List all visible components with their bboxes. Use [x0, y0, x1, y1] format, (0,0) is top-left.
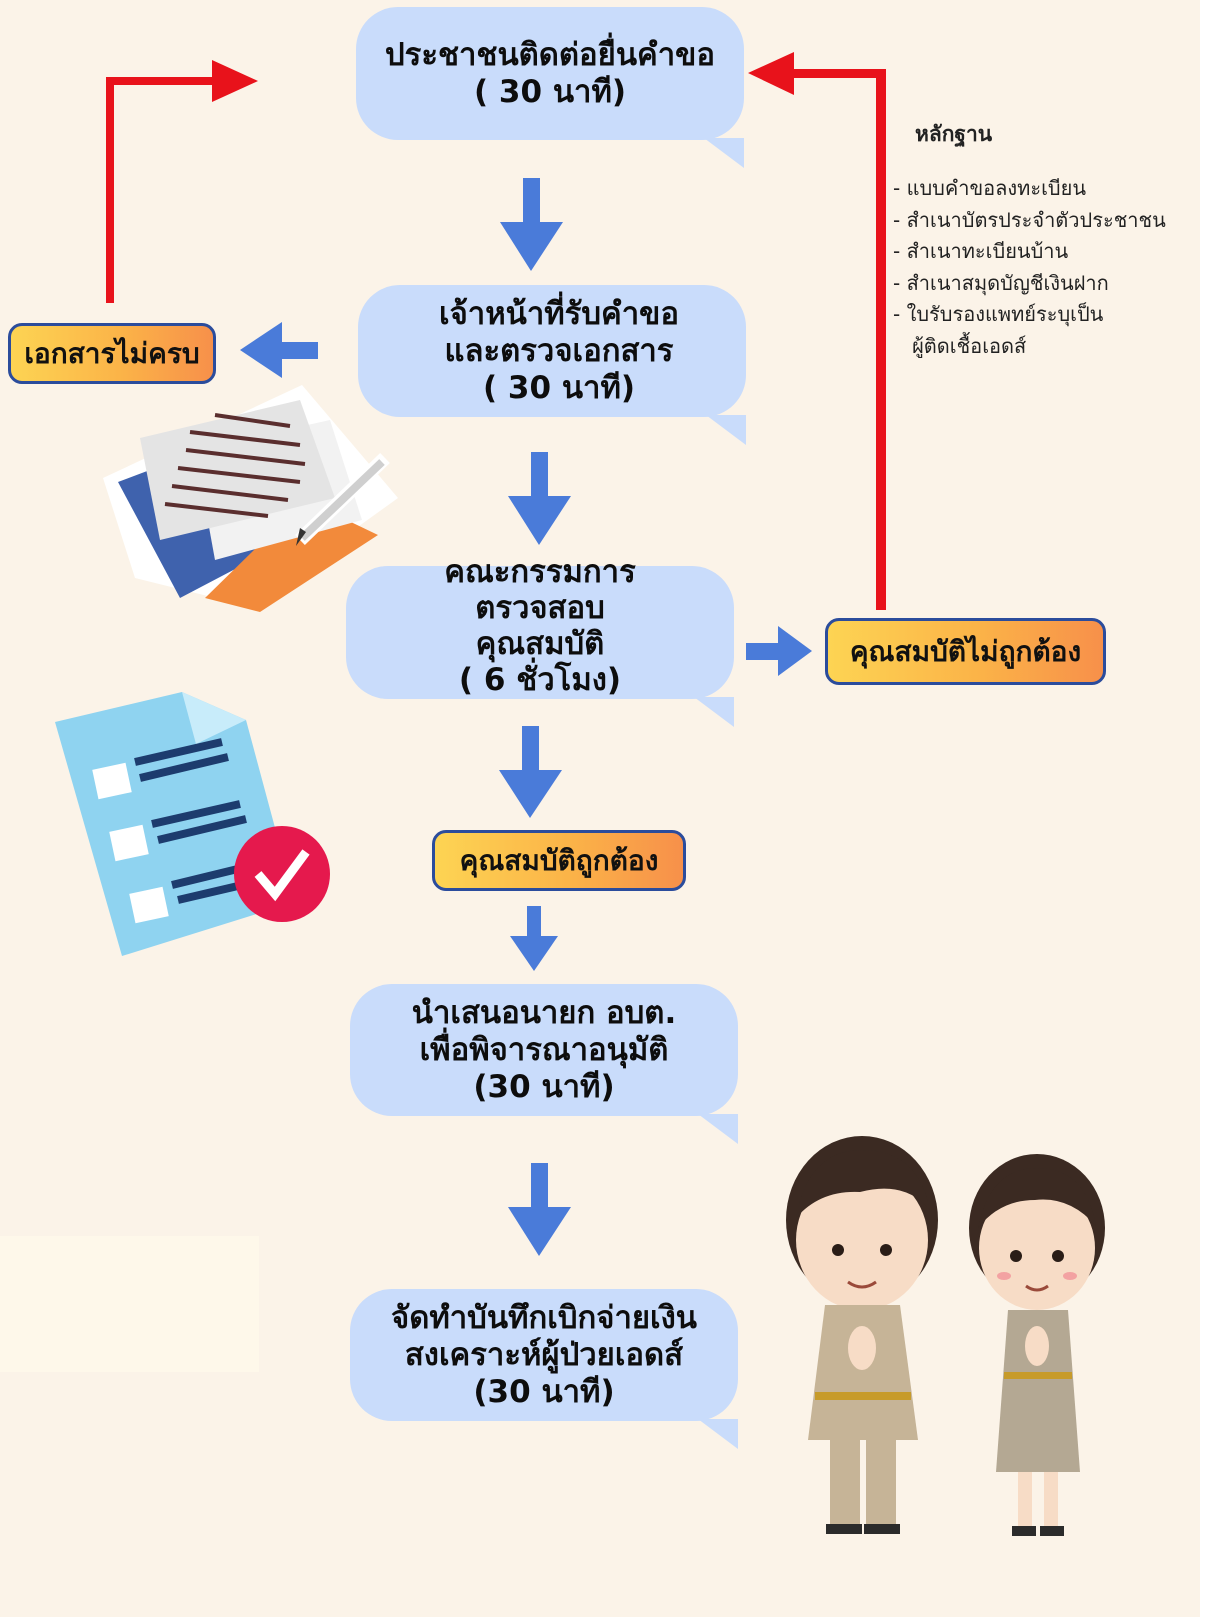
officials-greeting-icon [786, 1136, 1105, 1536]
step-propose-mayor: นำเสนอนายก อบต. เพื่อพิจารณาอนุมัติ (30 … [350, 984, 738, 1116]
step-committee-line4: ( 6 ชั่วโมง) [458, 661, 622, 698]
flow-arrow-down [508, 452, 571, 545]
flow-arrow-down [510, 906, 558, 971]
documents-pencil-icon [103, 385, 398, 612]
unqualified-label: คุณสมบัติไม่ถูกต้อง [825, 618, 1106, 685]
step-submit-line2: ( 30 นาที) [473, 73, 627, 110]
step-record-payment: จัดทำบันทึกเบิกจ่ายเงิน สงเคราะห์ผู้ป่วย… [350, 1289, 738, 1421]
step-receive-line1: เจ้าหน้าที่รับคำขอ [439, 295, 679, 332]
flow-arrow-down [500, 178, 563, 271]
step-submit-request: ประชาชนติดต่อยื่นคำขอ ( 30 นาที) [356, 7, 744, 140]
flow-arrow-left [240, 322, 318, 378]
step-committee-line2: ตรวจสอบ [475, 589, 605, 626]
flow-arrow-right [746, 626, 812, 676]
step-record-line3: (30 นาที) [473, 1373, 615, 1410]
step-receive-check: เจ้าหน้าที่รับคำขอ และตรวจเอกสาร ( 30 นา… [358, 285, 746, 417]
evidence-item: ผู้ติดเชื้อเอดส์ [893, 333, 1027, 358]
evidence-item: - สำเนาบัตรประจำตัวประชาชน [893, 207, 1166, 232]
step-committee-review: คณะกรรมการ ตรวจสอบ คุณสมบัติ ( 6 ชั่วโมง… [346, 554, 734, 699]
step-propose-line2: เพื่อพิจารณาอนุมัติ [419, 1031, 669, 1068]
step-record-line1: จัดทำบันทึกเบิกจ่ายเงิน [391, 1299, 697, 1336]
step-submit-line1: ประชาชนติดต่อยื่นคำขอ [385, 36, 715, 73]
checklist-approved-icon [55, 692, 330, 956]
step-committee-line1: คณะกรรมการ [444, 553, 636, 590]
blank-panel [0, 1236, 259, 1372]
qualified-label: คุณสมบัติถูกต้อง [432, 830, 686, 891]
step-record-line2: สงเคราะห์ผู้ป่วยเอดส์ [404, 1336, 684, 1373]
return-arrow-left [106, 60, 258, 303]
evidence-item: - ใบรับรองแพทย์ระบุเป็น [893, 302, 1104, 326]
step-receive-line3: ( 30 นาที) [482, 369, 636, 406]
step-propose-line1: นำเสนอนายก อบต. [411, 994, 677, 1031]
evidence-list: หลักฐาน - แบบคำขอลงทะเบียน - สำเนาบัตรปร… [893, 118, 1166, 362]
flow-arrow-down [499, 726, 562, 818]
step-propose-line3: (30 นาที) [473, 1068, 615, 1105]
evidence-item: - สำเนาทะเบียนบ้าน [893, 239, 1069, 263]
evidence-title: หลักฐาน [915, 122, 993, 146]
return-arrow-right [748, 52, 886, 610]
flow-arrow-down [508, 1163, 571, 1256]
evidence-item: - สำเนาสมุดบัญชีเงินฝาก [893, 270, 1109, 295]
docs-incomplete-label: เอกสารไม่ครบ [8, 323, 216, 384]
evidence-item: - แบบคำขอลงทะเบียน [893, 176, 1087, 200]
step-receive-line2: และตรวจเอกสาร [444, 332, 674, 369]
step-committee-line3: คุณสมบัติ [475, 625, 605, 662]
